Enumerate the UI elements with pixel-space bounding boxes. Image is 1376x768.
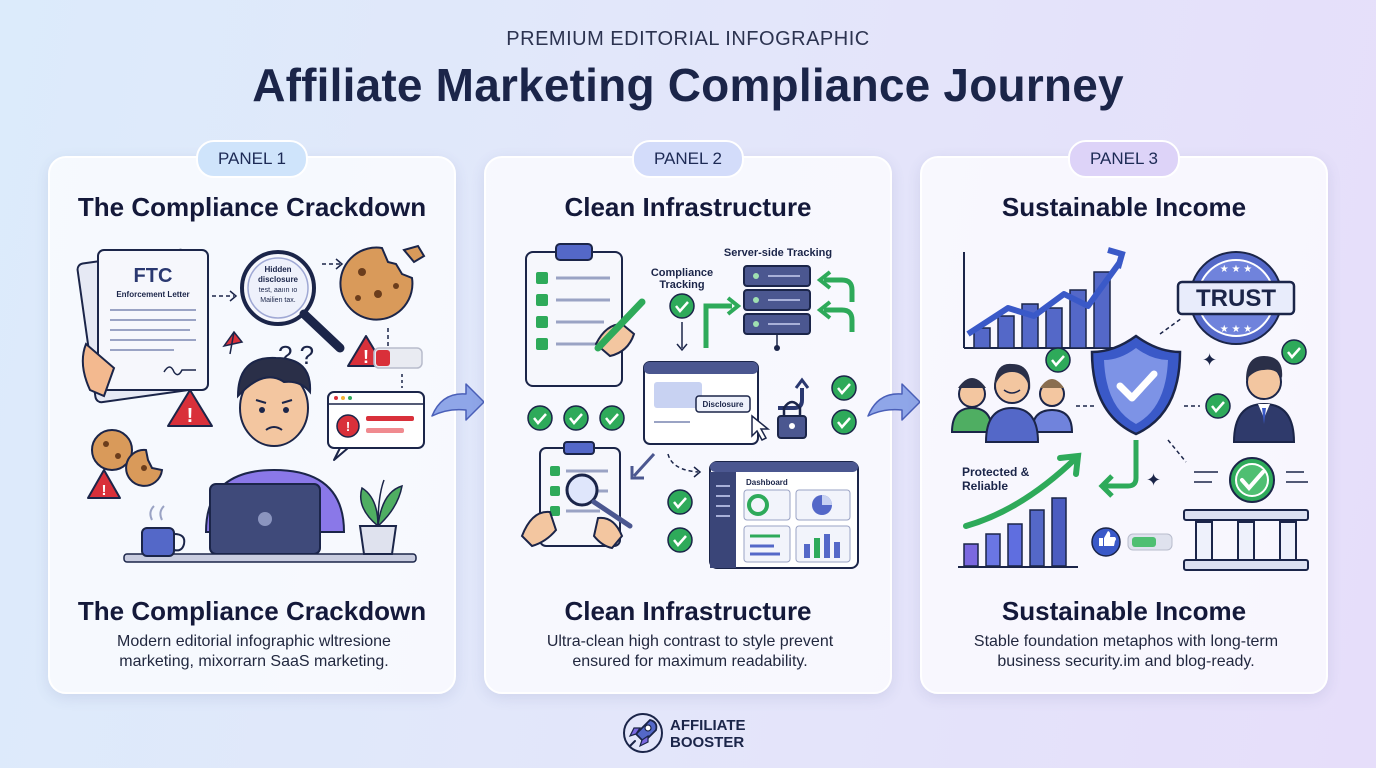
svg-text:★ ★ ★: ★ ★ ★ <box>1220 324 1252 335</box>
svg-text:Enforcement Letter: Enforcement Letter <box>116 290 189 299</box>
svg-text:!: ! <box>363 347 369 367</box>
panel-bottom-title: Sustainable Income <box>1001 596 1247 626</box>
svg-text:Server-side Tracking: Server-side Tracking <box>724 247 832 259</box>
rocket-icon <box>623 713 663 753</box>
panel-bottom-title: The Compliance Crackdown <box>77 596 427 626</box>
trust-badge-icon: TRUST ★ ★ ★ ★ ★ ★ <box>1176 251 1296 345</box>
panel-top-title: Clean Infrastructure <box>564 192 812 222</box>
cookie-icon <box>91 429 164 487</box>
sparkle-icon: ✦ <box>1146 470 1161 490</box>
brand-line-2: BOOSTER <box>670 734 745 751</box>
dashboard-icon: Dashboard <box>709 461 859 569</box>
panel-sustainable-income: PANEL 3 Sustainable Income TRUST ★ ★ ★ ★… <box>920 140 1328 694</box>
browser-window-icon: Disclosure <box>643 361 771 445</box>
lock-icon <box>777 400 807 439</box>
svg-text:Disclosure: Disclosure <box>703 400 744 409</box>
warning-icon: ! <box>167 389 213 427</box>
panel-top-title: The Compliance Crackdown <box>77 192 427 222</box>
page-title: Affiliate Marketing Compliance Journey <box>252 59 1124 111</box>
pen-icon <box>594 298 646 358</box>
audit-clipboard-icon <box>520 441 633 550</box>
document-icon: FTC Enforcement Letter <box>76 248 209 404</box>
panel-badge: PANEL 3 <box>1067 140 1181 178</box>
check-icon <box>1205 393 1231 419</box>
magnifier-icon: Hidden disclosure test, aaıın ıo Mailien… <box>240 250 345 353</box>
panel-3-illustration: TRUST ★ ★ ★ ★ ★ ★ ✦ ✦ <box>950 247 1309 571</box>
svg-text:!: ! <box>187 405 194 427</box>
cookie-icon <box>339 244 426 321</box>
svg-text:Compliance: Compliance <box>651 267 713 279</box>
svg-text:Protected &: Protected & <box>962 465 1030 479</box>
panel-badge: PANEL 2 <box>631 140 745 178</box>
svg-text:!: ! <box>346 419 350 434</box>
flow-arrow-icon <box>431 383 485 421</box>
businessman-icon <box>1205 339 1307 443</box>
warning-icon: ! <box>87 469 121 499</box>
svg-text:test, aaıın ıo: test, aaıın ıo <box>259 287 298 294</box>
check-icon <box>669 293 695 319</box>
people-icon <box>950 347 1074 443</box>
panel-description: Modern editorial infographic wltresione … <box>117 633 391 670</box>
toggle-off-icon <box>373 347 423 369</box>
check-icon <box>667 489 693 553</box>
panel-description: Ultra-clean high contrast to style preve… <box>546 633 834 670</box>
svg-text:TRUST: TRUST <box>1196 285 1276 312</box>
svg-text:★ ★ ★: ★ ★ ★ <box>1220 264 1252 275</box>
browser-alert-icon: ! <box>327 391 425 461</box>
svg-text:Mailien tax.: Mailien tax. <box>260 297 295 304</box>
shield-check-icon <box>1090 334 1182 436</box>
flow-arrow-icon <box>867 383 921 421</box>
svg-text:FTC: FTC <box>134 265 173 287</box>
laptop-icon <box>123 483 417 563</box>
svg-text:Dashboard: Dashboard <box>746 478 788 487</box>
check-icon <box>831 375 857 435</box>
panel-1-illustration: FTC Enforcement Letter Hidden disclosure… <box>76 244 426 563</box>
plant-icon <box>358 479 403 555</box>
svg-text:disclosure: disclosure <box>258 275 299 284</box>
check-icon <box>527 405 625 431</box>
svg-text:Tracking: Tracking <box>659 279 704 291</box>
coffee-icon <box>141 505 186 557</box>
growth-chart-icon <box>963 247 1126 349</box>
panel-2-illustration: Compliance Tracking Server-side Tracking <box>520 243 859 569</box>
panel-badge: PANEL 1 <box>195 140 309 178</box>
svg-text:Reliable: Reliable <box>962 479 1008 493</box>
brand-line-1: AFFILIATE <box>670 717 746 734</box>
clipboard-checklist-icon <box>525 243 623 387</box>
sparkle-icon: ✦ <box>1202 350 1217 370</box>
thumbs-up-icon <box>1091 527 1173 557</box>
svg-text:!: ! <box>102 482 107 499</box>
panel-clean-infrastructure: PANEL 2 Clean Infrastructure Compliance … <box>484 140 892 694</box>
eyebrow-label: PREMIUM EDITORIAL INFOGRAPHIC <box>506 28 870 50</box>
brand-logo: AFFILIATE BOOSTER <box>622 712 762 756</box>
svg-text:Hidden: Hidden <box>264 265 291 274</box>
server-icon <box>743 265 811 351</box>
pillars-icon <box>1183 457 1309 571</box>
panel-description: Stable foundation metaphos with long-ter… <box>973 633 1279 670</box>
panel-bottom-title: Clean Infrastructure <box>564 596 812 626</box>
panel-top-title: Sustainable Income <box>1001 192 1247 222</box>
panel-compliance-crackdown: PANEL 1 The Compliance Crackdown FTC Enf… <box>48 140 456 694</box>
